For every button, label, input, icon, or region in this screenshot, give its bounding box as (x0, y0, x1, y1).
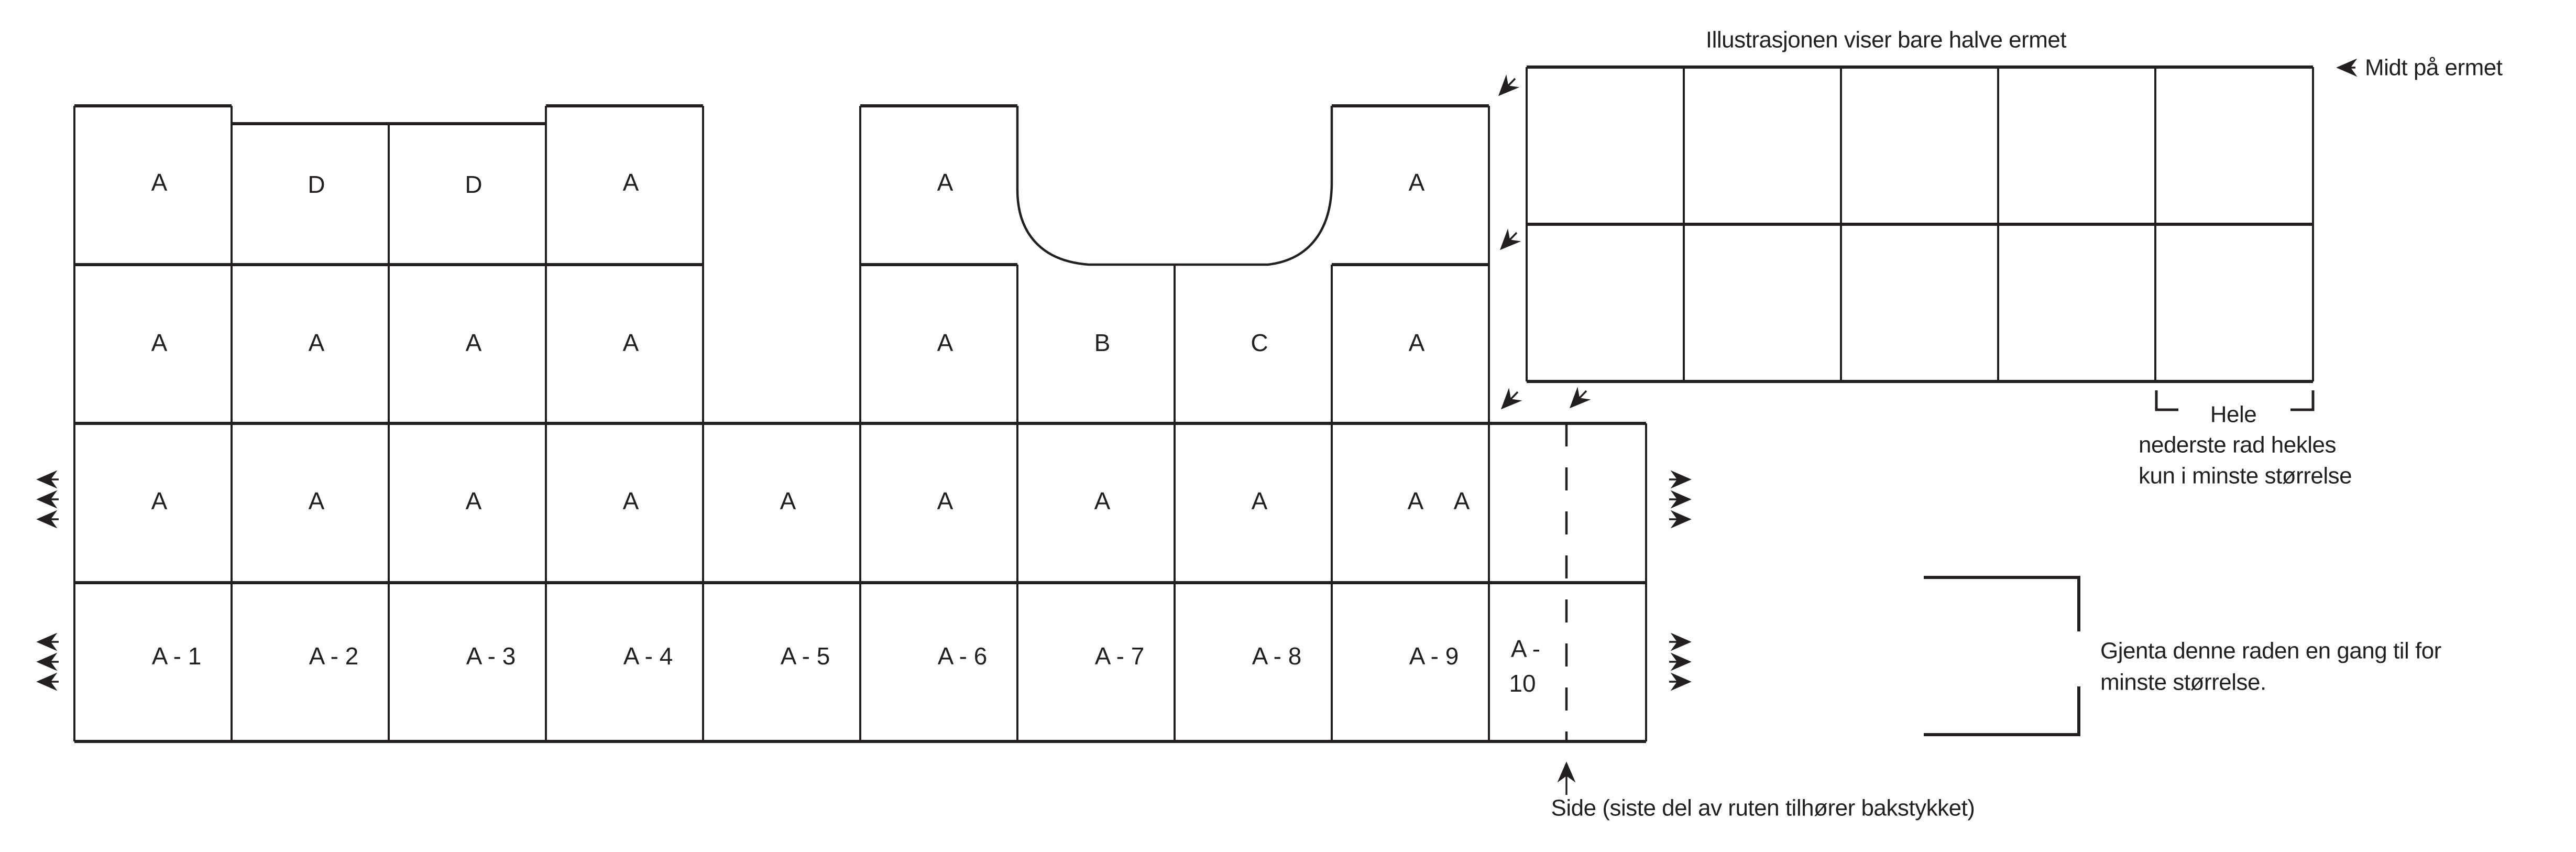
cell-label-r3c3: A (466, 487, 482, 515)
cell-label-r3c8: A (1252, 487, 1268, 515)
cell-label-r4c7: A - 7 (1095, 642, 1145, 670)
cell-label-r4c4: A - 4 (623, 642, 673, 670)
diagonal-arrow-icon (1498, 74, 1520, 96)
cell-label-r3c6: A (937, 487, 953, 515)
cell-label-r1c4: A (623, 169, 639, 196)
cell-label-r1c9: A (1409, 169, 1425, 196)
cell-label-r2c4: A (623, 329, 639, 356)
cell-label-r4c9: A - 9 (1409, 642, 1459, 670)
side-note: Side (siste del av ruten tilhører baksty… (1551, 795, 1975, 821)
cell-label-r1c6: A (937, 169, 953, 196)
repeat-note-line2: minste størrelse. (2100, 670, 2266, 695)
side-annotation: Side (siste del av ruten tilhører baksty… (1551, 761, 1975, 821)
cell-label-r1c2: D (308, 171, 325, 198)
sleeve-note-line2: nederste rad hekles (2139, 432, 2336, 458)
main-grid-labels: A D D A A A A A A A A B C A A A A A A A … (151, 169, 1540, 697)
cell-label-r4c3: A - 3 (466, 642, 516, 670)
sleeve-grid-horizontal-lines (1527, 65, 2313, 383)
sleeve-grid (1526, 65, 2314, 383)
bottom-row-bracket-right (2290, 390, 2315, 411)
cell-label-r1c1: A (151, 169, 168, 196)
diagonal-arrow-icon (1569, 387, 1591, 409)
sleeve-title: Illustrasjonen viser bare halve ermet (1706, 27, 2067, 53)
cell-label-r4c6: A - 6 (938, 642, 988, 670)
cell-label-r2c7: B (1094, 329, 1111, 356)
repeat-row-bracket (1924, 576, 2080, 736)
cell-label-r2c6: A (937, 329, 953, 356)
row-direction-arrows (36, 74, 1692, 691)
cell-label-r3c4: A (623, 487, 639, 515)
main-grid (73, 104, 1647, 743)
neckline-curve (1016, 106, 1333, 266)
cell-label-r4c2: A - 2 (309, 642, 359, 670)
cell-label-r2c2: A (309, 329, 325, 356)
sleeve-grid-vertical-lines (1526, 67, 2314, 381)
cell-label-r4c8: A - 8 (1252, 642, 1302, 670)
diagonal-arrow-icon (1500, 388, 1522, 410)
cell-label-r2c3: A (466, 329, 482, 356)
cell-label-r1c3: D (465, 171, 482, 198)
diagonal-arrow-icon (1499, 228, 1521, 250)
cell-label-r3c7: A (1094, 487, 1111, 515)
repeat-row-annotation: Gjenta denne raden en gang til for minst… (1924, 576, 2441, 736)
sleeve-note-line3: kun i minste størrelse (2139, 463, 2352, 489)
cell-label-r3c9a: A (1408, 487, 1424, 515)
cell-label-r2c1: A (151, 329, 168, 356)
cell-label-r3c5: A (780, 487, 796, 515)
sleeve-bottom-note: Hele nederste rad hekles kun i minste st… (2139, 390, 2352, 489)
mid-sleeve-label: Midt på ermet (2365, 55, 2503, 81)
cell-label-r4c5: A - 5 (781, 642, 830, 670)
cell-label-r4c1: A - 1 (152, 642, 202, 670)
cell-label-r4c10-line2: 10 (1509, 670, 1536, 697)
repeat-note-line1: Gjenta denne raden en gang til for (2100, 638, 2441, 664)
bottom-row-bracket-left (2155, 390, 2178, 411)
sleeve-note-line1: Hele (2210, 402, 2257, 428)
main-grid-vertical-lines (73, 106, 1647, 741)
cell-label-r3c9b: A (1454, 487, 1470, 515)
cell-label-r3c2: A (309, 487, 325, 515)
cell-label-r2c9: A (1409, 329, 1425, 356)
cell-label-r4c10-line1: A - (1511, 635, 1540, 662)
cell-label-r2c8: C (1251, 329, 1268, 356)
mid-sleeve-annotation: Midt på ermet (2336, 55, 2503, 81)
cell-label-r3c1: A (151, 487, 168, 515)
